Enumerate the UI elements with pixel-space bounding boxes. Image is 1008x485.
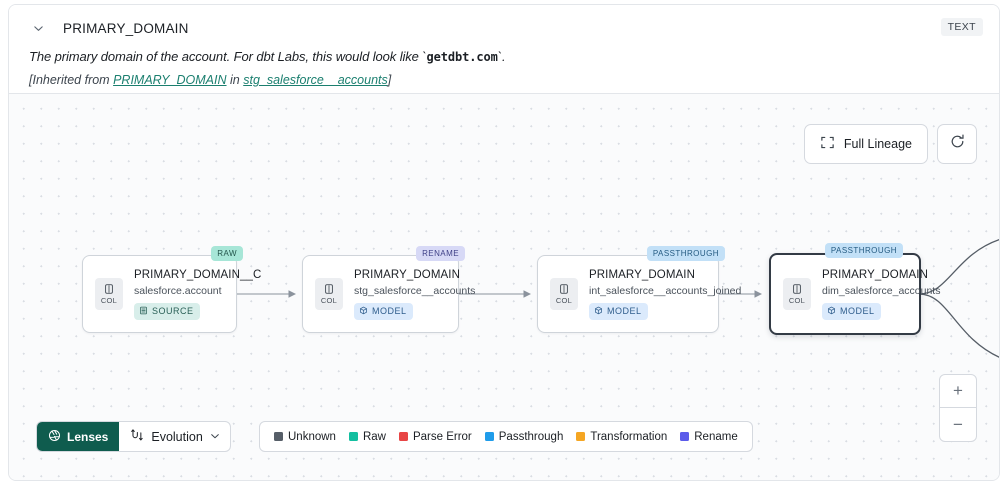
column-chip-label: COL [788,296,806,305]
evolution-label: Evolution [151,429,203,444]
node-name: PRIMARY_DOMAIN [822,268,928,281]
node-tag: RAW [211,246,243,261]
legend-item: Passthrough [484,430,564,443]
legend-item: Parse Error [398,430,472,443]
node-kind-badge: MODEL [822,302,881,320]
node-kind-label: MODEL [840,306,875,316]
column-chip-label: COL [100,296,118,305]
zoom-in-button[interactable]: + [940,375,976,408]
expand-corners-icon [820,135,835,153]
lineage-node[interactable]: RENAME COL PRIMARY_DOMAIN stg_salesforce… [302,246,475,333]
inherited-prefix: [Inherited from [29,73,114,87]
full-lineage-label: Full Lineage [843,137,912,151]
node-kind-label: MODEL [372,306,407,316]
column-icon: COL [315,278,343,310]
legend-label: Unknown [288,430,336,443]
database-icon [139,306,148,317]
node-tag: PASSTHROUGH [824,243,903,258]
lineage-node[interactable]: PASSTHROUGH COL PRIMARY_DOMAIN int_sales… [537,246,741,333]
legend-item: Rename [680,430,738,443]
node-tag: RENAME [416,246,465,261]
lenses-controls: Lenses Evolution [36,421,231,452]
legend-swatch-unknown [274,432,283,441]
column-description: The primary domain of the account. For d… [29,49,983,64]
aperture-icon [48,429,61,445]
inherited-suffix: ] [387,73,392,87]
node-kind-badge: MODEL [589,302,648,320]
node-info: PRIMARY_DOMAIN int_salesforce__accounts_… [589,269,741,320]
node-kind-badge: MODEL [354,302,413,320]
legend-item: Unknown [274,431,336,443]
page-title: PRIMARY_DOMAIN [63,20,189,36]
legend-swatch-passthrough [484,432,494,441]
zoom-out-button[interactable]: − [953,414,963,434]
evolution-dropdown[interactable]: Evolution [119,422,229,451]
column-icon: COL [95,278,123,310]
description-suffix: `. [497,49,506,64]
node-name: PRIMARY_DOMAIN__C [134,268,262,281]
inherited-model-link[interactable]: stg_salesforce__accounts [243,73,388,87]
legend-item: Transformation [576,431,667,443]
legend-label: Transformation [590,430,668,443]
lineage-node-selected[interactable]: PASSTHROUGH COL PRIMARY_DOMAIN dim_sales… [769,243,940,335]
inherited-column-link[interactable]: PRIMARY_DOMAIN [113,73,227,87]
node-info: PRIMARY_DOMAIN dim_salesforce_accounts M… [822,269,940,320]
node-name: PRIMARY_DOMAIN [589,268,695,281]
node-dataset: int_salesforce__accounts_joined [589,284,742,297]
refresh-button[interactable] [937,124,977,164]
legend-label: Passthrough [498,430,564,443]
lenses-label: Lenses [67,429,109,444]
card-header: PRIMARY_DOMAIN TEXT The primary domain o… [9,5,999,93]
cube-icon [594,306,603,317]
node-dataset: stg_salesforce__accounts [354,284,476,297]
lenses-button[interactable]: Lenses [37,422,120,451]
node-name: PRIMARY_DOMAIN [354,268,460,281]
type-badge: TEXT [940,18,983,36]
node-kind-badge: SOURCE [134,302,200,320]
column-icon: COL [550,278,578,310]
full-lineage-button[interactable]: Full Lineage [803,124,928,164]
node-dataset: salesforce.account [134,284,222,297]
legend-swatch-transformation [576,432,586,441]
node-kind-label: MODEL [607,306,642,316]
lineage-canvas[interactable]: RAW COL PRIMARY_DOMAIN__C salesforce.acc… [9,93,999,480]
evolution-flow-icon [130,428,144,445]
legend-swatch-raw [348,432,358,441]
cube-icon [359,306,368,317]
column-icon: COL [783,278,811,310]
inherited-from-note: [Inherited from PRIMARY_DOMAIN in stg_sa… [29,73,983,87]
inherited-mid: in [226,73,244,87]
canvas-top-controls: Full Lineage [803,124,977,164]
refresh-icon [949,133,966,155]
cube-icon [827,306,836,317]
description-prefix: The primary domain of the account. For d… [29,49,427,64]
zoom-controls: + − [939,374,977,442]
node-info: PRIMARY_DOMAIN stg_salesforce__accounts … [354,269,475,320]
node-tag: PASSTHROUGH [646,246,725,261]
legend-label: Rename [694,430,738,443]
node-dataset: dim_salesforce_accounts [822,284,941,297]
chevron-down-icon [210,430,220,444]
legend-swatch-rename [680,432,690,441]
legend-label: Parse Error [412,430,472,443]
column-chip-label: COL [320,296,338,305]
description-code: getdbt.com [426,50,498,64]
column-chip-label: COL [555,296,573,305]
node-info: PRIMARY_DOMAIN__C salesforce.account SOU… [134,269,261,320]
column-detail-card: PRIMARY_DOMAIN TEXT The primary domain o… [8,4,1000,481]
legend-swatch-parse-error [398,432,408,441]
lineage-node[interactable]: RAW COL PRIMARY_DOMAIN__C salesforce.acc… [82,246,261,333]
node-kind-label: SOURCE [152,306,194,316]
legend: Unknown Raw Parse Error Passthrough Tran… [259,421,753,452]
chevron-down-icon[interactable] [29,19,47,37]
legend-item: Raw [348,430,386,443]
legend-label: Raw [362,430,386,443]
